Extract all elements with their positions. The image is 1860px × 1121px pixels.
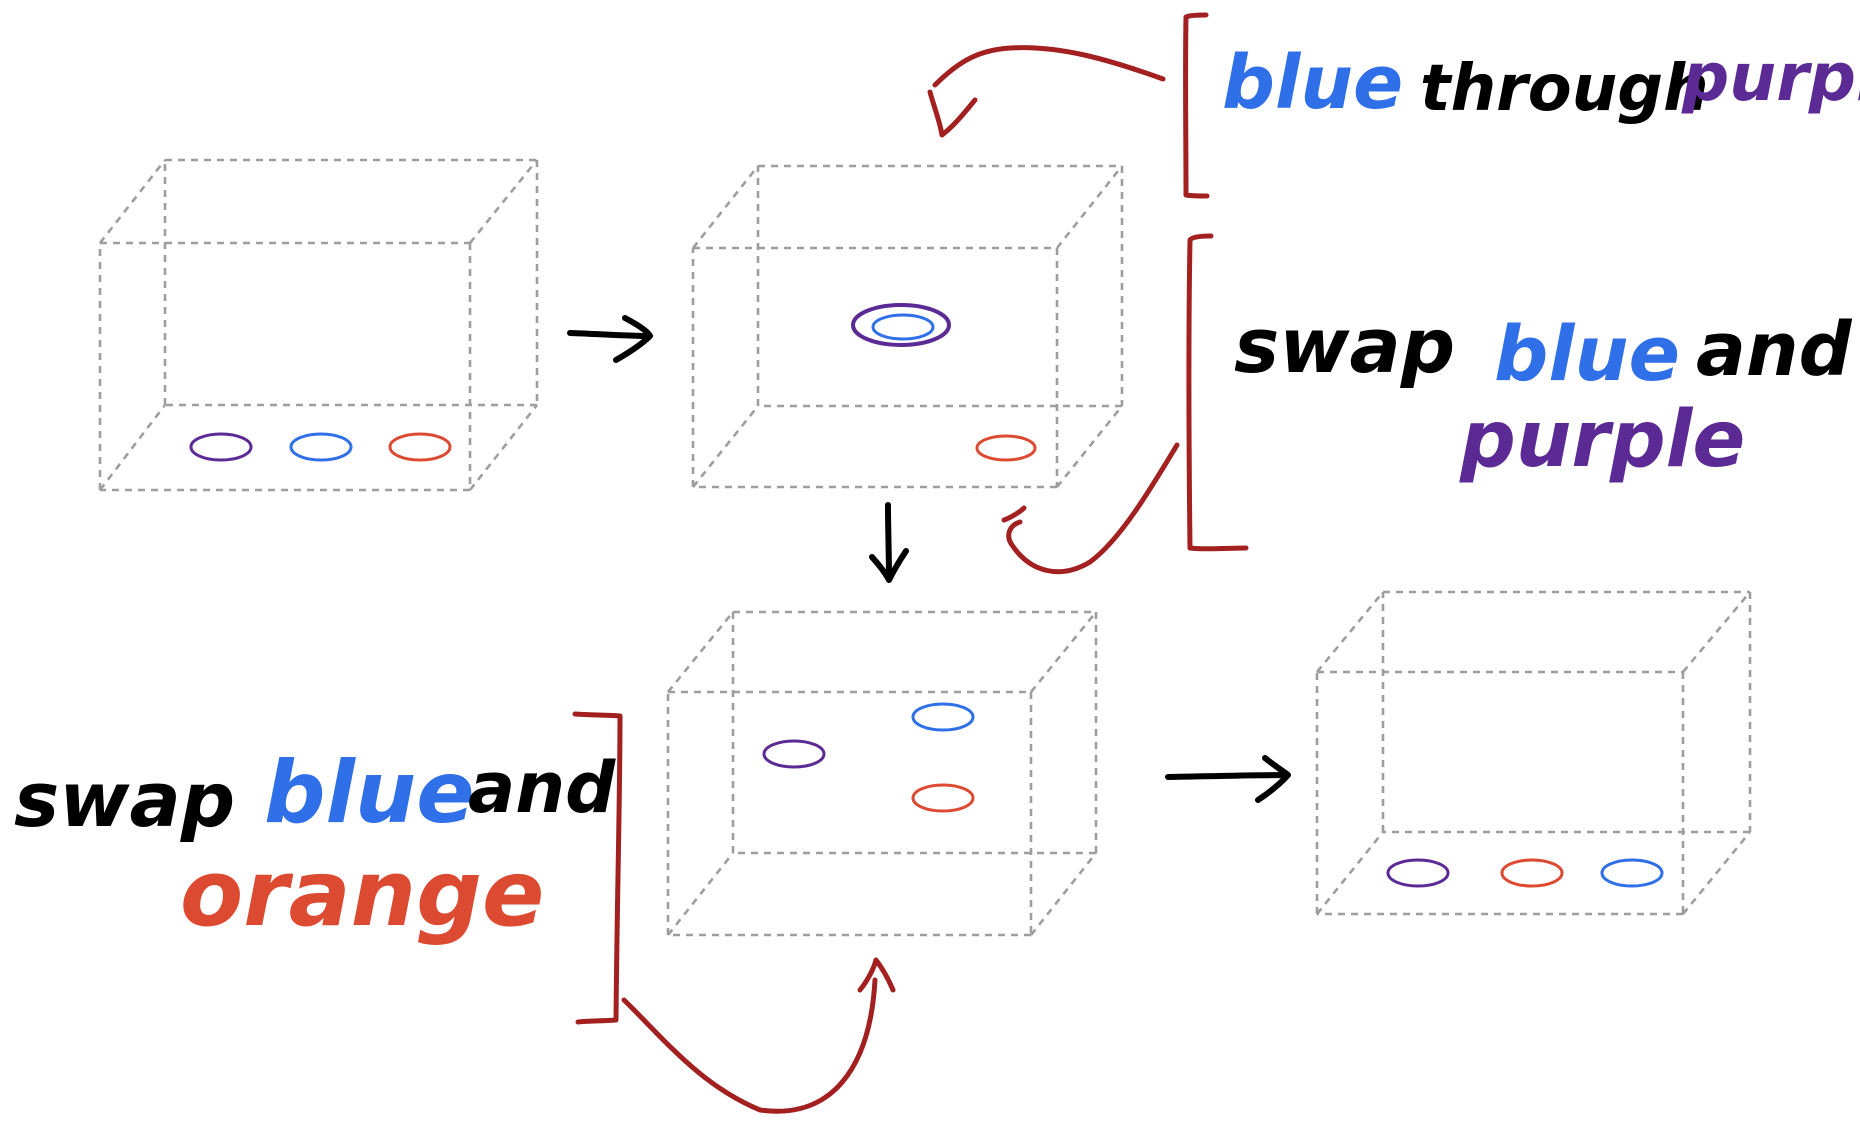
curved-arrow-step2 <box>1001 442 1180 575</box>
label-through: through <box>1420 52 1709 126</box>
blue-disc <box>911 702 975 732</box>
purple-disc <box>762 739 826 769</box>
label-purple: purple <box>1681 39 1860 116</box>
label-swap: swap <box>1234 301 1455 390</box>
state-box-after-first-swap <box>666 610 1098 937</box>
blue-disc <box>1600 858 1664 888</box>
arrow-right-2 <box>1165 755 1291 803</box>
purple-disc <box>1386 858 1450 888</box>
arrow-down <box>869 502 909 583</box>
label-and: and <box>468 747 616 829</box>
label-orange: orange <box>180 840 544 947</box>
curved-arrow-step3 <box>621 957 896 1114</box>
blue-disc <box>289 432 353 462</box>
orange-disc <box>1500 858 1564 888</box>
curved-arrow-step1 <box>927 45 1166 138</box>
bracket-step1 <box>1183 12 1210 199</box>
label-swap: swap <box>14 755 235 844</box>
purple-ring-disc <box>851 303 951 347</box>
arrow-right-1 <box>567 315 653 363</box>
state-box-final <box>1315 590 1752 916</box>
bracket-step2 <box>1186 233 1249 552</box>
label-and: and <box>1696 307 1853 393</box>
label-purple: purple <box>1459 395 1745 485</box>
orange-disc <box>388 432 452 462</box>
label-blue: blue <box>264 743 475 843</box>
state-box-blue-through-purple <box>691 164 1124 489</box>
label-blue: blue <box>1222 40 1403 126</box>
purple-disc <box>189 432 253 462</box>
orange-disc <box>975 434 1037 462</box>
blue-inner-disc <box>871 313 935 341</box>
orange-disc <box>911 783 975 813</box>
bracket-step3 <box>572 711 623 1025</box>
state-box-initial <box>98 158 539 492</box>
label-blue: blue <box>1494 309 1680 398</box>
